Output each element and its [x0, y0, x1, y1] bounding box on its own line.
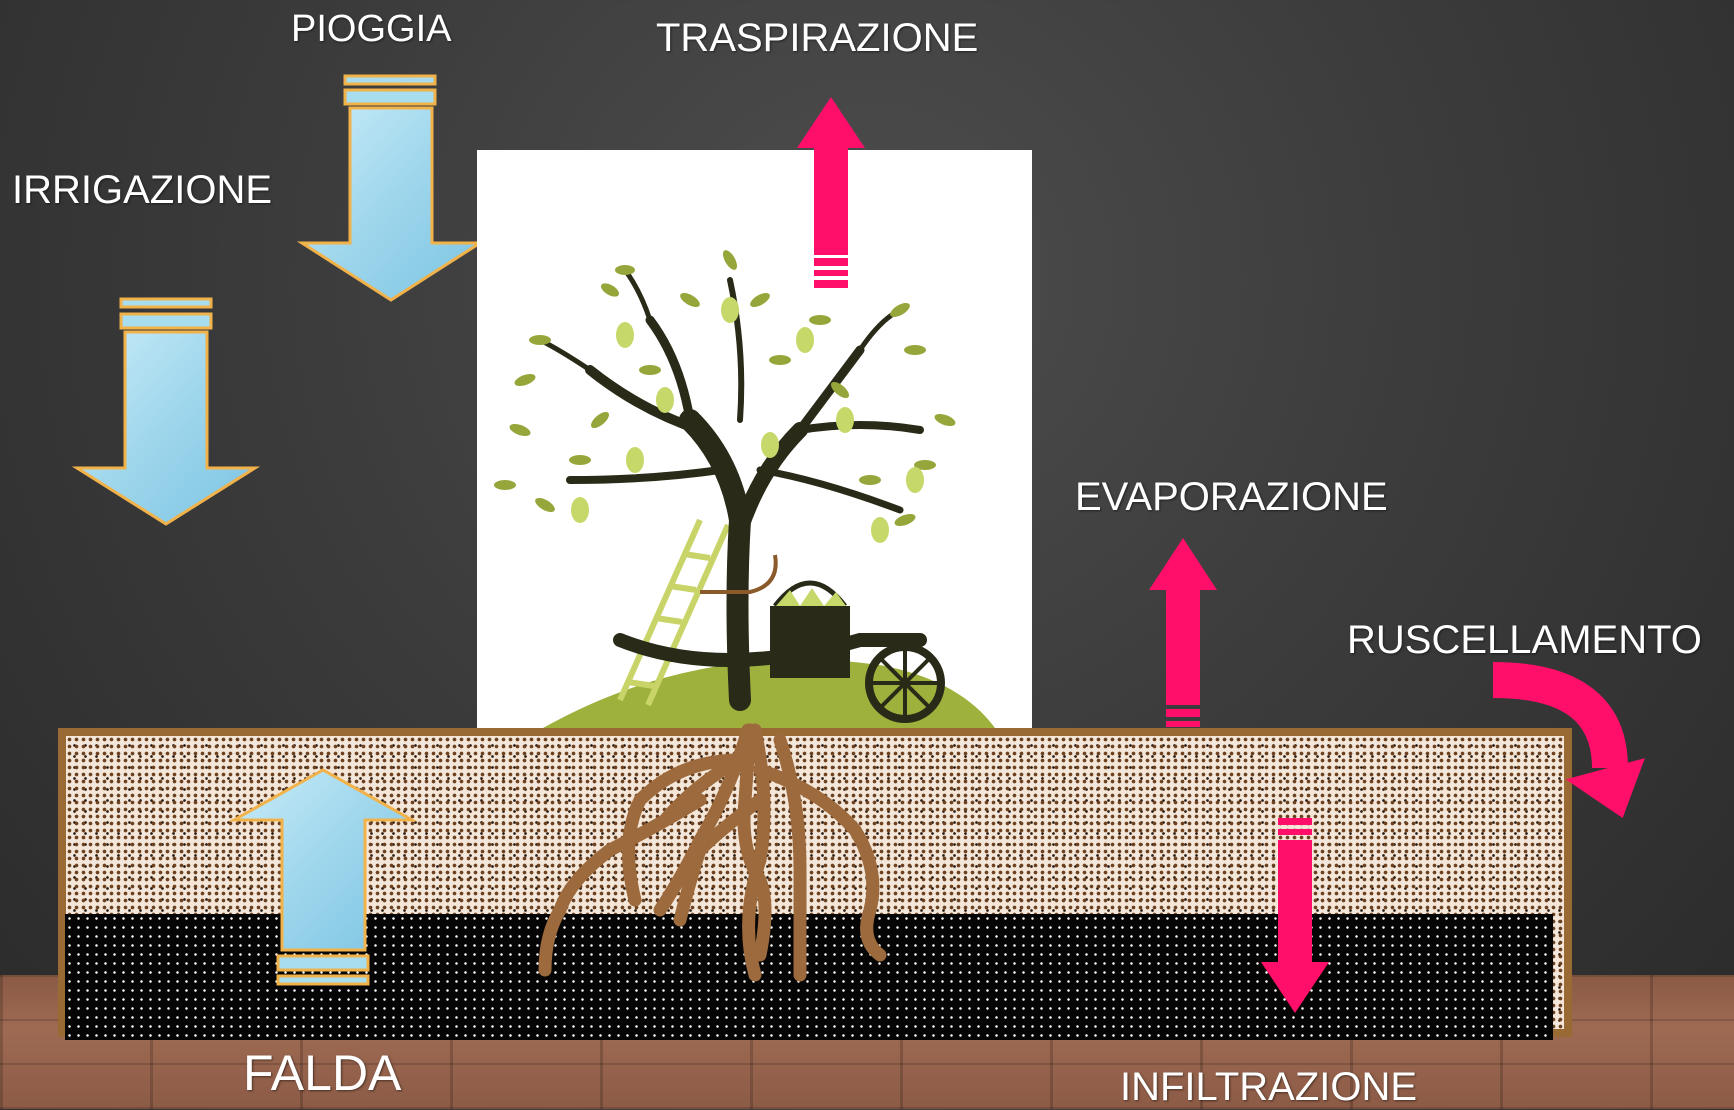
- groundwater-layer: [65, 914, 1553, 1040]
- tree-illustration-panel: [477, 150, 1032, 728]
- pioggia-label: PIOGGIA: [291, 8, 451, 51]
- infiltrazione-label: INFILTRAZIONE: [1120, 1065, 1417, 1110]
- ruscellamento-label: RUSCELLAMENTO: [1347, 618, 1702, 663]
- irrigazione-arrow-shape: [77, 299, 255, 524]
- falda-label: FALDA: [243, 1044, 401, 1102]
- pioggia-arrow-shape: [302, 76, 480, 300]
- irrigazione-label: IRRIGAZIONE: [12, 168, 272, 213]
- traspirazione-label: TRASPIRAZIONE: [656, 16, 978, 61]
- evaporazione-label: EVAPORAZIONE: [1075, 475, 1388, 520]
